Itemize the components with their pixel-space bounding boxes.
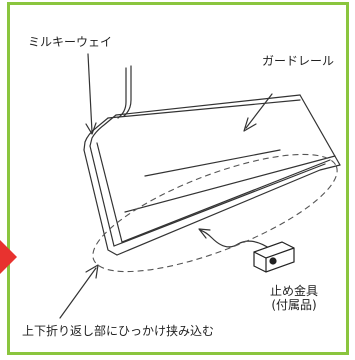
rail-top-lip (83, 117, 109, 151)
milky-way-clip-inner (123, 65, 132, 117)
rail-surface-line-2 (144, 149, 281, 177)
rail-top-edge (115, 94, 301, 116)
clip-pointer-arrowhead (198, 228, 211, 239)
rail-surface-line (124, 155, 336, 213)
clip-label-line1: 止め金具 (270, 284, 319, 298)
rail-left-face-edge (96, 142, 123, 243)
clip-pointer-arrow (199, 229, 273, 251)
rail-right-end (299, 94, 341, 166)
rail-top-lip-inner (89, 114, 117, 147)
guard-rail-label: ガードレール (262, 54, 335, 68)
diagram-frame (7, 2, 349, 355)
highlight-ellipse (92, 153, 338, 273)
clip-label-line2: (付属品) (271, 298, 317, 313)
rail-bottom-edge-2 (121, 159, 331, 243)
rail-bottom-edge (116, 164, 341, 256)
pointer-arrow-marker (0, 240, 17, 274)
milky-way-arrow (87, 53, 93, 133)
milky-way-clip (117, 67, 127, 119)
guard-rail-arrowhead (243, 117, 257, 132)
guard-rail-arrow (245, 93, 273, 129)
clip-label: 止め金具 (付属品) (270, 284, 318, 313)
rail-left-face (83, 149, 118, 256)
hook-arrowhead (85, 264, 99, 279)
rail-top-edge-back (107, 99, 301, 119)
rail-bottom-edge-3 (113, 163, 326, 247)
milky-way-arrowhead (85, 122, 97, 135)
hook-arrow (59, 267, 97, 319)
milky-way-label: ミルキーウェイ (28, 35, 113, 49)
hook-instruction-label: 上下折り返し部にひっかけ挟み込む (22, 324, 215, 338)
clip-part-icon (253, 241, 295, 273)
